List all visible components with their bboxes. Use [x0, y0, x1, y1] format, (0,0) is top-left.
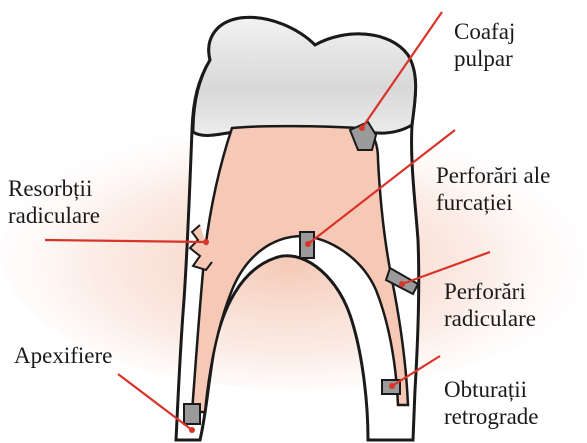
- label-obturatii-retrograde: Obturații retrograde: [444, 376, 539, 430]
- crown-enamel: [193, 17, 416, 135]
- label-obturatii-line1: Obturații: [444, 376, 539, 403]
- label-perforari-radiculare: Perforări radiculare: [444, 278, 536, 332]
- leader-dot-obturatii: [389, 383, 395, 389]
- label-coafaj-pulpar: Coafaj pulpar: [454, 18, 515, 72]
- label-resorbtii-line2: radiculare: [8, 202, 100, 229]
- label-resorbtii-radiculare: Resorbții radiculare: [8, 175, 100, 229]
- label-coafaj-line2: pulpar: [454, 45, 515, 72]
- label-perforari-furcatie-line2: furcației: [436, 189, 550, 216]
- label-resorbtii-line1: Resorbții: [8, 175, 100, 202]
- leader-dot-furcatie: [305, 241, 311, 247]
- label-perforari-furcatie: Perforări ale furcației: [436, 162, 550, 216]
- apexification-filling: [184, 404, 200, 424]
- label-perforari-radiculare-line2: radiculare: [444, 305, 536, 332]
- label-perforari-radiculare-line1: Perforări: [444, 278, 536, 305]
- label-apexifiere-line1: Apexifiere: [14, 342, 112, 369]
- leader-dot-apexifiere: [189, 427, 195, 433]
- label-apexifiere: Apexifiere: [14, 342, 112, 369]
- leader-dot-radiculare: [399, 281, 405, 287]
- label-obturatii-line2: retrograde: [444, 403, 539, 430]
- leader-dot-coafaj: [359, 125, 365, 131]
- leader-dot-resorbtii: [203, 239, 209, 245]
- label-coafaj-line1: Coafaj: [454, 18, 515, 45]
- label-perforari-furcatie-line1: Perforări ale: [436, 162, 550, 189]
